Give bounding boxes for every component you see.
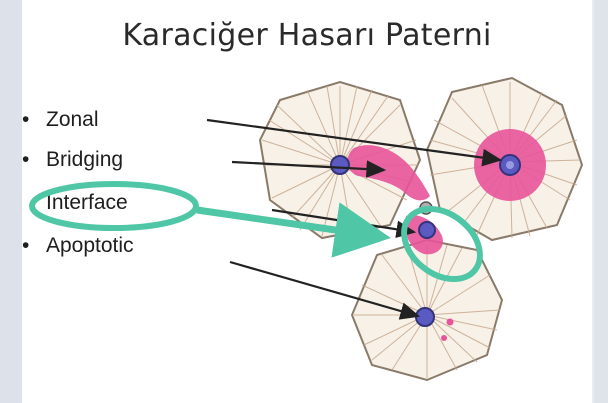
interface-highlight-ellipse bbox=[32, 184, 196, 228]
right-margin-strip bbox=[594, 0, 608, 403]
apoptotic-body-icon bbox=[441, 335, 447, 341]
portal-vein-icon bbox=[419, 222, 435, 238]
central-vein-left-icon bbox=[331, 156, 349, 174]
central-vein-bottom-icon bbox=[416, 308, 434, 326]
apoptotic-body-icon bbox=[447, 319, 454, 326]
left-margin-strip bbox=[0, 0, 22, 403]
liver-lobule-diagram bbox=[22, 0, 592, 403]
slide: Karaciğer Hasarı Paterni •Zonal •Bridgin… bbox=[22, 0, 592, 403]
